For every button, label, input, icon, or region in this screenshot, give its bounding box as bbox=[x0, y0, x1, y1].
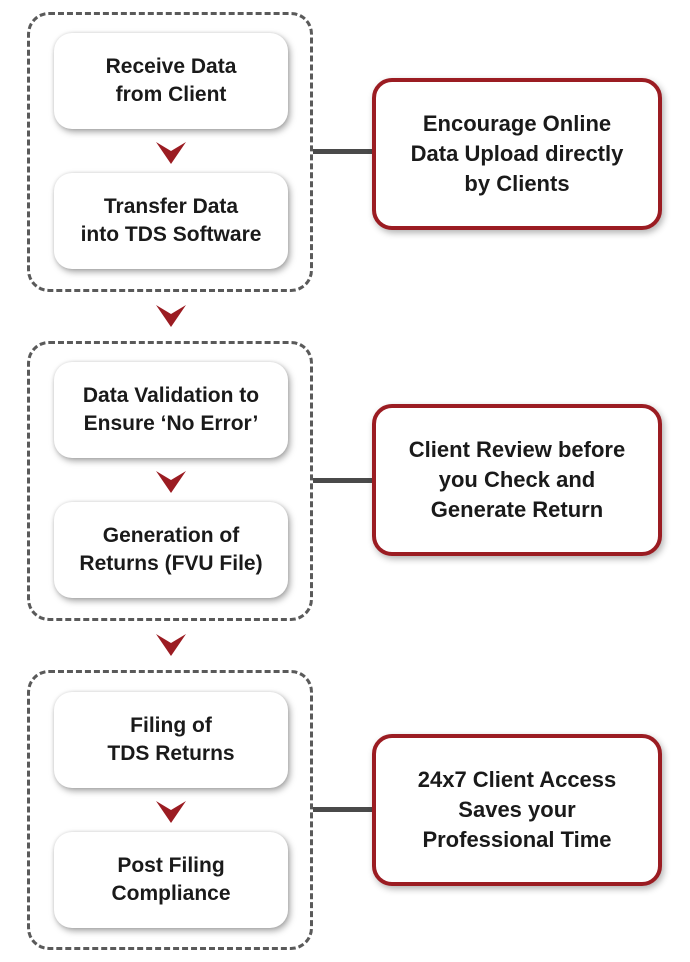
chevron-down-icon bbox=[156, 471, 186, 493]
connector-line bbox=[313, 149, 372, 154]
step-post-filing: Post Filing Compliance bbox=[54, 832, 288, 928]
note-label: 24x7 Client Access Saves your Profession… bbox=[417, 767, 617, 852]
connector-line bbox=[313, 807, 372, 812]
step-label: Transfer Data into TDS Software bbox=[80, 195, 262, 246]
step-label: Post Filing Compliance bbox=[111, 854, 231, 905]
chevron-down-icon bbox=[156, 801, 186, 823]
note-client-access: 24x7 Client Access Saves your Profession… bbox=[372, 734, 662, 886]
step-label: Data Validation to Ensure ‘No Error’ bbox=[82, 384, 260, 435]
connector-line bbox=[313, 478, 372, 483]
step-label: Filing of TDS Returns bbox=[107, 714, 235, 765]
note-label: Client Review before you Check and Gener… bbox=[408, 437, 626, 522]
chevron-down-icon bbox=[156, 305, 186, 327]
step-generation-returns: Generation of Returns (FVU File) bbox=[54, 502, 288, 598]
group-validation bbox=[27, 341, 313, 621]
group-data-collection bbox=[27, 12, 313, 292]
chevron-down-icon bbox=[156, 634, 186, 656]
note-label: Encourage Online Data Upload directly by… bbox=[410, 111, 624, 196]
note-client-review: Client Review before you Check and Gener… bbox=[372, 404, 662, 556]
step-filing-returns: Filing of TDS Returns bbox=[54, 692, 288, 788]
group-filing bbox=[27, 670, 313, 950]
step-data-validation: Data Validation to Ensure ‘No Error’ bbox=[54, 362, 288, 458]
step-label: Generation of Returns (FVU File) bbox=[79, 524, 263, 575]
step-receive-data: Receive Data from Client bbox=[54, 33, 288, 129]
note-online-upload: Encourage Online Data Upload directly by… bbox=[372, 78, 662, 230]
step-transfer-data: Transfer Data into TDS Software bbox=[54, 173, 288, 269]
chevron-down-icon bbox=[156, 142, 186, 164]
step-label: Receive Data from Client bbox=[105, 55, 237, 106]
